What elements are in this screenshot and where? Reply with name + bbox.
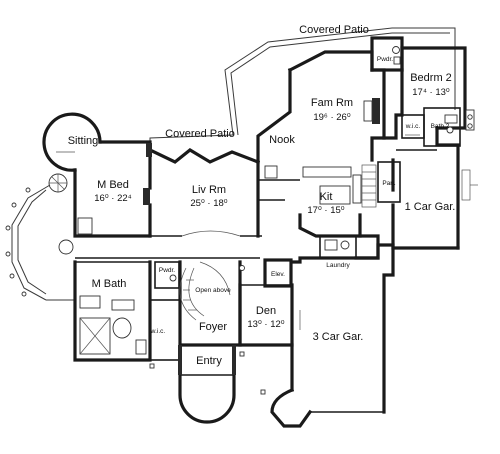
family-room-dims: 19⁶ · 26⁰ bbox=[313, 112, 350, 123]
laundry-label: Laundry bbox=[326, 262, 350, 269]
covered-patio-top-label: Covered Patio bbox=[299, 24, 369, 36]
kitchen-walls bbox=[257, 162, 362, 238]
nook-label: Nook bbox=[269, 134, 295, 146]
pantry-walls bbox=[377, 161, 401, 203]
living-room-label: Liv Rm bbox=[192, 184, 226, 196]
powder-top-label: Pwdr. bbox=[377, 56, 393, 63]
left-patio-outline bbox=[5, 184, 75, 301]
covered-patio-mid-label: Covered Patio bbox=[165, 128, 235, 140]
powder-top-room bbox=[370, 36, 404, 72]
bedroom-2-label: Bedrm 2 bbox=[410, 72, 452, 84]
master-bed-label: M Bed bbox=[97, 179, 129, 191]
three-car-garage-label: 3 Car Gar. bbox=[313, 331, 364, 343]
elevator-label: Elev. bbox=[271, 271, 285, 278]
living-room-dims: 25⁰ · 18⁰ bbox=[190, 198, 227, 209]
kitchen-dims: 17⁰ · 15⁰ bbox=[307, 205, 344, 216]
foyer-label: Foyer bbox=[199, 321, 227, 333]
entry-portico bbox=[178, 345, 236, 424]
kitchen-label: Kit bbox=[320, 191, 333, 203]
master-bed-walls bbox=[73, 140, 152, 238]
entry-label: Entry bbox=[196, 355, 222, 367]
pantry-label: Pan. bbox=[382, 180, 396, 187]
family-room-label: Fam Rm bbox=[311, 97, 353, 109]
main-hall bbox=[75, 257, 260, 263]
bedroom-2-dims: 17⁴ · 13⁰ bbox=[412, 87, 450, 98]
wic-master-label: w.i.c. bbox=[150, 328, 166, 335]
covered-patio-top-outline bbox=[224, 27, 456, 136]
den-label: Den bbox=[256, 305, 276, 317]
sitting-room-walls bbox=[42, 112, 102, 172]
master-bath-walls bbox=[73, 260, 152, 362]
spiral-stair bbox=[48, 173, 68, 193]
three-car-garage-walls bbox=[270, 243, 395, 428]
one-car-garage-walls bbox=[391, 126, 478, 250]
one-car-garage-label: 1 Car Gar. bbox=[405, 201, 456, 213]
den-walls bbox=[238, 283, 294, 347]
bedroom-2-walls bbox=[382, 46, 475, 147]
sitting-label: Sitting bbox=[68, 135, 99, 147]
wic-bedroom-2-label: w.i.c. bbox=[405, 123, 421, 130]
living-room-walls bbox=[143, 147, 262, 238]
den-dims: 13⁰ · 12⁰ bbox=[247, 319, 284, 330]
elevator-walls bbox=[263, 258, 293, 288]
rear-stairs bbox=[361, 164, 377, 208]
powder-foyer-walls bbox=[154, 261, 180, 289]
bath-2-label: Bath 2 bbox=[431, 123, 450, 130]
master-bath-label: M Bath bbox=[92, 278, 127, 290]
master-bed-dims: 16⁰ · 22⁴ bbox=[94, 193, 131, 204]
powder-foyer-label: Pwdr. bbox=[159, 267, 175, 274]
open-above-label: Open above bbox=[195, 287, 231, 294]
laundry-walls bbox=[319, 234, 380, 260]
porch-columns bbox=[149, 351, 266, 395]
